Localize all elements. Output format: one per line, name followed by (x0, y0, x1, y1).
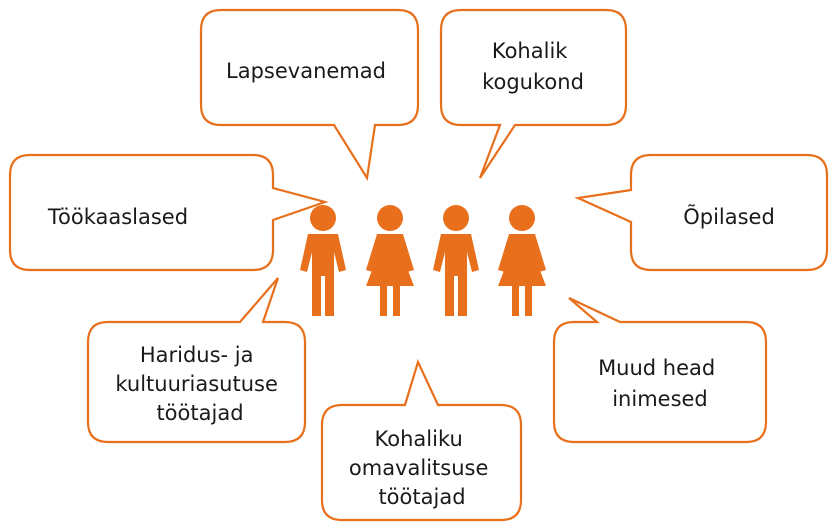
bubble-education-line-1: Haridus- ja (140, 343, 254, 367)
bubble-others-text: Muud head inimesed (598, 356, 722, 411)
people-group (300, 205, 546, 316)
bubble-students: Õpilased (574, 153, 829, 272)
bubble-community-text: Kohalik kogukond (482, 39, 584, 94)
bubble-municipal-outline (320, 358, 523, 522)
bubble-others: Muud head inimesed (552, 297, 768, 444)
bubble-community-line-1: Kohalik (492, 39, 568, 63)
bubble-community: Kohalik kogukond (439, 8, 628, 179)
bubble-municipal-line-1: Kohaliku (375, 427, 463, 451)
person-female-icon (366, 205, 414, 316)
person-female-icon (498, 205, 546, 316)
bubble-students-text: Õpilased (683, 203, 775, 229)
bubble-municipal-text: Kohaliku omavalitsuse töötajad (349, 427, 495, 509)
bubble-community-line-2: kogukond (482, 70, 584, 94)
bubble-parents-outline (199, 8, 420, 182)
bubble-municipal-line-2: omavalitsuse (349, 456, 488, 480)
bubble-parents-line-1: Lapsevanemad (226, 59, 386, 83)
bubble-education-text: Haridus- ja kultuuriasutuse töötajad (115, 343, 284, 425)
bubble-education-line-3: töötajad (156, 401, 243, 425)
bubble-parents-text: Lapsevanemad (226, 59, 386, 83)
bubble-students-outline (574, 153, 829, 272)
bubble-others-outline (552, 297, 768, 444)
bubble-coworkers-outline (8, 153, 329, 272)
bubble-community-outline (439, 8, 628, 179)
bubble-coworkers: Töökaaslased (8, 153, 329, 272)
bubble-education-line-2: kultuuriasutuse (115, 372, 278, 396)
bubble-others-line-2: inimesed (612, 387, 708, 411)
bubble-parents: Lapsevanemad (199, 8, 420, 182)
bubble-others-line-1: Muud head (598, 356, 715, 380)
bubble-coworkers-line-1: Töökaaslased (47, 205, 188, 229)
bubble-education: Haridus- ja kultuuriasutuse töötajad (86, 277, 307, 444)
bubble-municipal: Kohaliku omavalitsuse töötajad (320, 358, 523, 522)
person-male-icon (433, 205, 479, 316)
bubble-coworkers-text: Töökaaslased (47, 205, 188, 229)
bubble-education-outline (86, 277, 307, 444)
bubble-students-line-1: Õpilased (683, 203, 775, 229)
bubble-municipal-line-3: töötajad (378, 485, 465, 509)
person-male-icon (300, 205, 346, 316)
